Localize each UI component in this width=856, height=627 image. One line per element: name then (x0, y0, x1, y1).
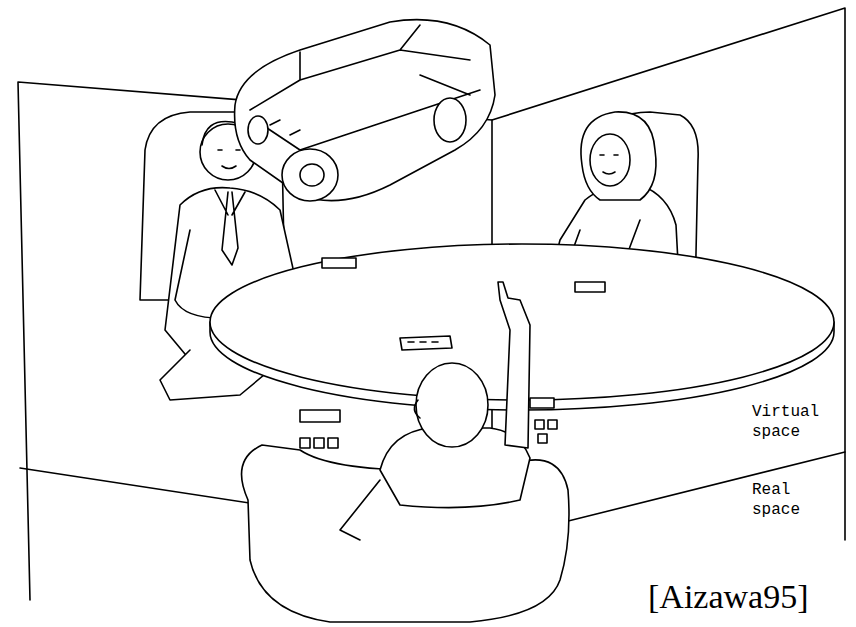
car-top (250, 25, 470, 110)
car-wheel (282, 149, 338, 201)
raised-arm (498, 282, 530, 448)
car-wheel (248, 116, 268, 144)
person-head (416, 363, 488, 447)
car-wheel-hub (300, 164, 324, 186)
man-face (218, 150, 240, 169)
car-body (235, 20, 495, 201)
car-details (255, 90, 480, 150)
control-panel (530, 398, 554, 408)
control-panel (300, 410, 340, 422)
woman-face (590, 134, 630, 186)
lower-arm (340, 480, 380, 540)
control-panel (575, 282, 605, 292)
car-wheel (434, 98, 466, 142)
man-tie (215, 190, 245, 265)
car-model (235, 20, 495, 201)
real-person (242, 282, 569, 622)
woman-features (600, 155, 618, 174)
region-label: Real space (752, 480, 826, 520)
control-panel (400, 336, 452, 350)
citation-label: [Aizawa95] (648, 576, 856, 619)
region-label: Virtual space (752, 402, 826, 442)
round-table (210, 244, 834, 448)
control-panel (322, 258, 356, 268)
person-ear (414, 400, 420, 418)
woman-hair (581, 112, 656, 200)
